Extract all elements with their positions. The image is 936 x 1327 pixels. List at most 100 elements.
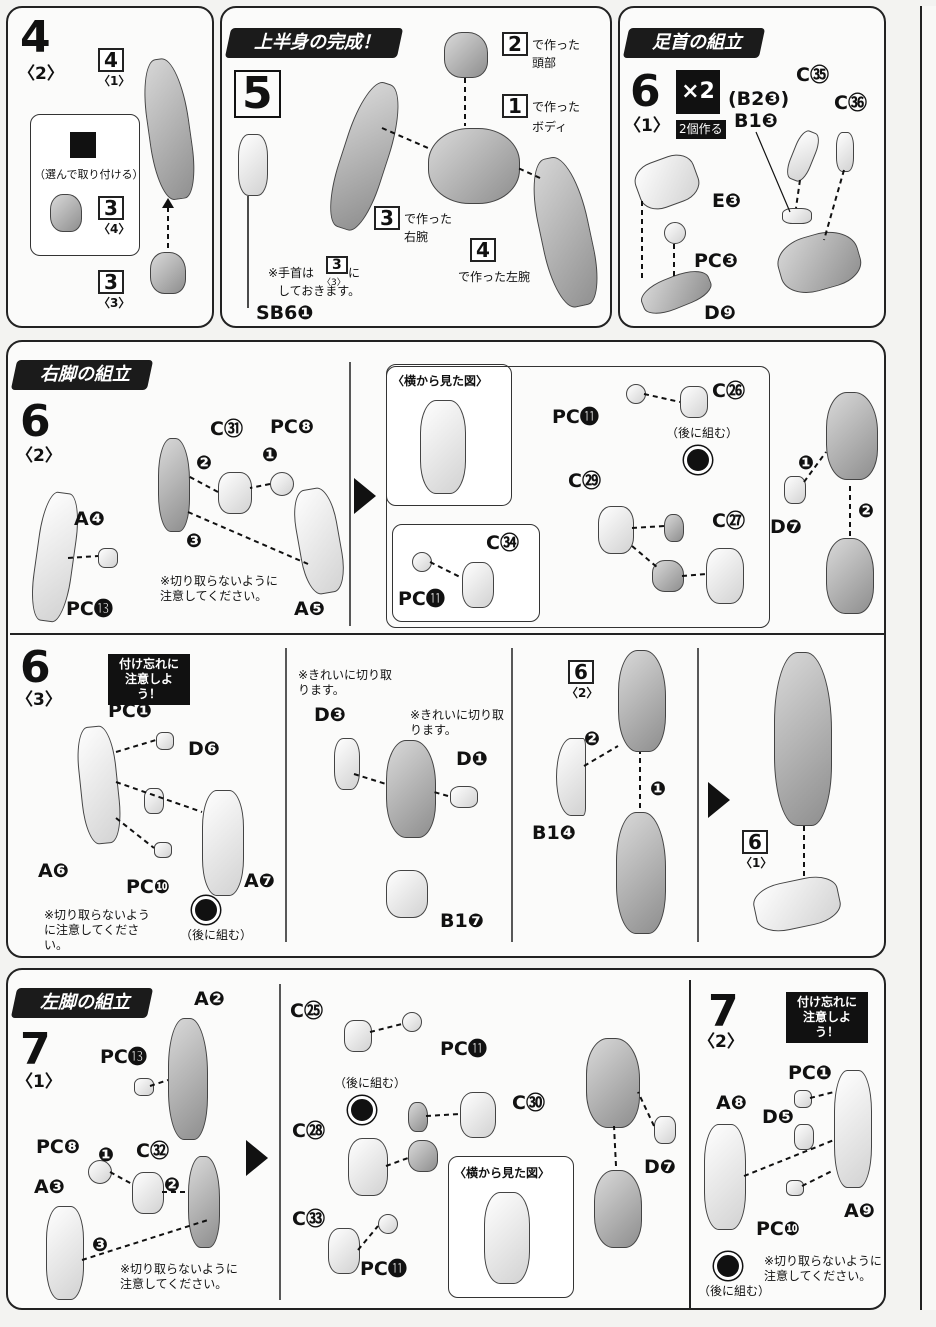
knee-box bbox=[386, 366, 770, 628]
later-label-7: （後に組む） bbox=[334, 1076, 407, 1090]
c33-part bbox=[328, 1228, 360, 1274]
step-number: 6 bbox=[630, 66, 661, 117]
a4-label: A❹ bbox=[74, 508, 105, 530]
c25-label: C㉕ bbox=[290, 1000, 323, 1022]
thigh-upper-part-7 bbox=[586, 1038, 640, 1128]
step-2: ❷ bbox=[164, 1174, 181, 1196]
later-dot-6-3 bbox=[192, 896, 220, 924]
step-number: 7 bbox=[20, 1024, 51, 1075]
step-number-6-3: 6 bbox=[20, 642, 51, 693]
full-leg-part bbox=[774, 652, 832, 826]
pc8-part bbox=[270, 472, 294, 496]
c28-part bbox=[348, 1138, 388, 1196]
pc8-label: PC❽ bbox=[270, 416, 314, 438]
body-label: ボディ bbox=[532, 120, 568, 134]
step-1: ❶ bbox=[98, 1144, 115, 1166]
panel4-lines bbox=[162, 198, 174, 248]
cut-note-7-2: ※切り取らないように注意してください。 bbox=[764, 1254, 882, 1283]
ref-6-2-sub: 〈2〉 bbox=[566, 686, 599, 700]
x2-note: 2個作る bbox=[676, 120, 726, 139]
step-1-6-3: ❶ bbox=[650, 778, 667, 800]
wrist-ref: 3 bbox=[326, 256, 348, 274]
c35-label: C㉟ bbox=[796, 64, 829, 86]
c29-label: C㉙ bbox=[568, 470, 601, 492]
step-2: ❷ bbox=[196, 452, 213, 474]
sb-label: SB6❶ bbox=[256, 302, 314, 324]
a2-label: A❷ bbox=[194, 988, 225, 1010]
wrist-ref-sub: 〈3〉 bbox=[322, 278, 346, 288]
knee-joint-part-7 bbox=[408, 1140, 438, 1172]
c34-part bbox=[462, 562, 494, 608]
d7-label-7: D❼ bbox=[644, 1156, 676, 1178]
side-view-part bbox=[420, 400, 466, 494]
leg-lower-part bbox=[616, 812, 666, 934]
panel-right-leg: 右脚の組立 6 〈2〉 A❹ PC⓭ C㉛ PC❽ ❶ ❷ ❸ A❺ ※切り取ら… bbox=[6, 340, 886, 958]
inner-leg-part-7 bbox=[188, 1156, 220, 1248]
c28-label: C㉘ bbox=[292, 1120, 325, 1142]
d6-label: D❻ bbox=[188, 738, 220, 760]
hand-step-sub: 〈3〉 bbox=[98, 296, 131, 310]
a7-part bbox=[202, 790, 244, 896]
d3-part bbox=[334, 738, 360, 790]
b14-label: B1❹ bbox=[532, 822, 576, 844]
pc11b-part bbox=[378, 1214, 398, 1234]
step-number-7-2: 7 bbox=[708, 986, 739, 1037]
panel6a-lines bbox=[641, 131, 845, 278]
next-page-edge bbox=[920, 6, 936, 1310]
pc13-part bbox=[98, 548, 118, 568]
pc11b-label: PC⓫ bbox=[398, 588, 445, 610]
side-view-label: 〈横から見た図〉 bbox=[392, 374, 489, 388]
side-view-part-7 bbox=[484, 1192, 530, 1284]
alt-hand-part bbox=[50, 194, 82, 232]
b14-part bbox=[556, 738, 586, 816]
b1-label: B1❸ bbox=[734, 110, 778, 132]
step-2-6-3: ❷ bbox=[584, 728, 601, 750]
pc11a-part bbox=[402, 1012, 422, 1032]
panel-step-5: 上半身の完成！ 5 2 で作った 頭部 1 で作った ボディ 3 で作った 右腕… bbox=[220, 6, 612, 328]
pc8-label: PC❽ bbox=[36, 1136, 80, 1158]
panel-left-leg: 左脚の組立 7 〈1〉 A❷ PC⓭ PC❽ ❶ C㉜ ❷ A❸ ❸ ※切り取ら… bbox=[6, 968, 886, 1310]
cut-note: ※切り取らないように注意してください。 bbox=[160, 574, 278, 603]
body-ref: 1 bbox=[502, 94, 528, 118]
ref-6-2: 6 bbox=[568, 660, 594, 684]
a3-part bbox=[46, 1206, 84, 1300]
right-arm-label: 右腕 bbox=[404, 230, 429, 244]
later-label: （後に組む） bbox=[666, 426, 739, 440]
ref-6-1: 6 bbox=[742, 830, 768, 854]
panel6b-lines bbox=[10, 362, 884, 635]
c32-part bbox=[132, 1172, 164, 1214]
panel-step-4: 4 〈2〉 4 〈1〉 （選んで取り付ける） 3 〈4〉 3 〈3〉 bbox=[6, 6, 214, 328]
d7-part-7 bbox=[654, 1116, 676, 1144]
later-dot bbox=[684, 446, 712, 474]
c33-label: C㉝ bbox=[292, 1208, 325, 1230]
c27-part bbox=[706, 548, 744, 604]
c32-label: C㉜ bbox=[136, 1140, 169, 1162]
head-ref: 2 bbox=[502, 32, 528, 56]
step-sub: 〈2〉 bbox=[18, 64, 64, 84]
e3-label: E❸ bbox=[712, 190, 742, 212]
d5-part bbox=[794, 1124, 814, 1150]
warn-badge-7: 付け忘れに注意しよう！ bbox=[786, 992, 868, 1043]
pc11b-label: PC⓫ bbox=[360, 1258, 407, 1280]
pc3-part bbox=[664, 222, 686, 244]
step-sub-7-2: 〈2〉 bbox=[698, 1032, 744, 1052]
clean-cut-note-1: ※きれいに切り取ります。 bbox=[298, 668, 393, 697]
head-made: で作った bbox=[532, 38, 581, 52]
a2-part bbox=[168, 1018, 208, 1140]
a5-label: A❺ bbox=[294, 598, 325, 620]
pc11a-label: PC⓫ bbox=[552, 406, 599, 428]
thigh-upper-part bbox=[826, 392, 878, 480]
d7-part bbox=[784, 476, 806, 504]
ref-step-sub: 〈1〉 bbox=[98, 74, 131, 88]
d1-part bbox=[450, 786, 478, 808]
a3-label: A❸ bbox=[34, 1176, 65, 1198]
pc10-label-7: PC❿ bbox=[756, 1218, 800, 1240]
pc1-label-7: PC❶ bbox=[788, 1062, 832, 1084]
pc1-label: PC❶ bbox=[108, 700, 152, 722]
c36-label: C㊱ bbox=[834, 92, 867, 114]
c26-label: C㉖ bbox=[712, 380, 745, 402]
hand-step: 3 bbox=[98, 270, 124, 294]
panel6c-lines bbox=[115, 648, 805, 942]
ref-6-1-sub: 〈1〉 bbox=[740, 856, 773, 870]
next-arrow bbox=[354, 478, 376, 514]
